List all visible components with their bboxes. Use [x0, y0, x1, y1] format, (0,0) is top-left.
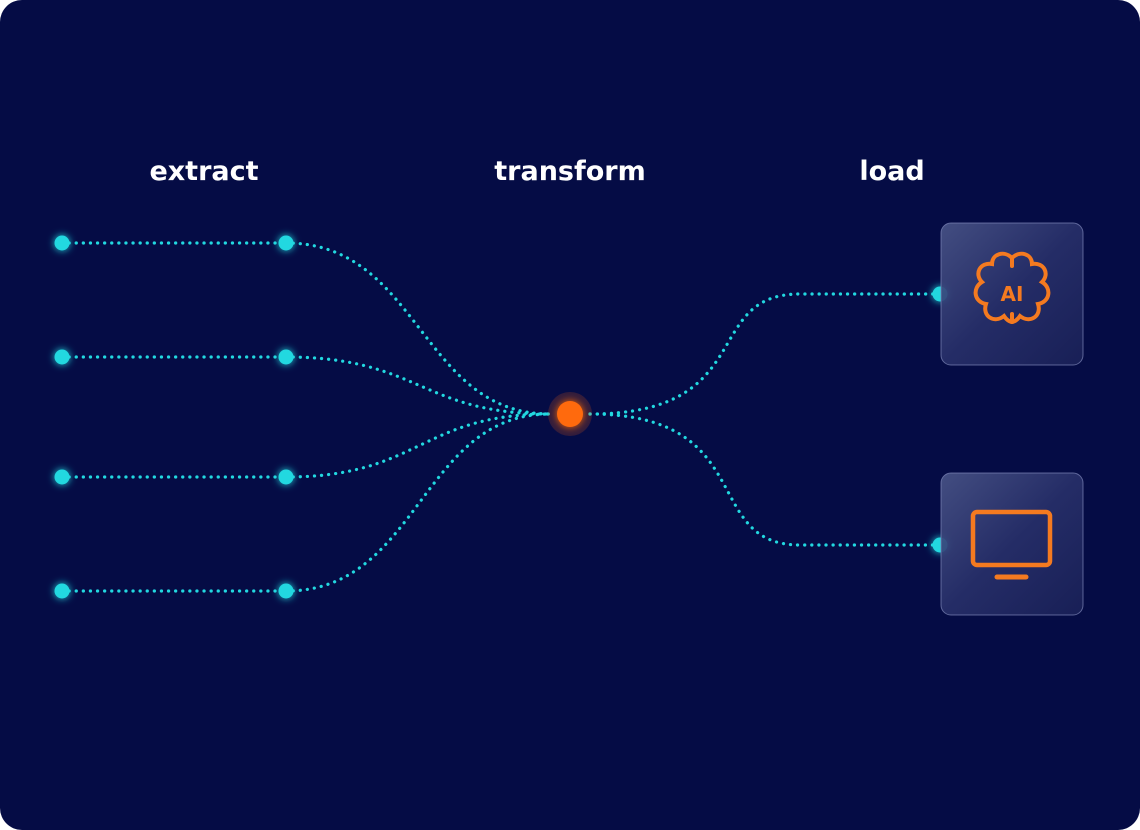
- load-connector-1: [588, 292, 942, 416]
- stage-label-transform: transform: [494, 156, 646, 187]
- monitor-icon: [970, 509, 1053, 580]
- source-node-1: [54, 235, 70, 251]
- extract-node-2: [278, 349, 294, 365]
- load-connector-2: [588, 412, 942, 547]
- transform-connector-4: [284, 412, 552, 593]
- transform-hub-node: [557, 401, 583, 427]
- source-node-4: [54, 583, 70, 599]
- source-node-2: [54, 349, 70, 365]
- stage-label-load: load: [859, 156, 925, 187]
- extract-node-3: [278, 469, 294, 485]
- target-tile-ai: AI: [940, 222, 1084, 366]
- ai-brain-icon: [973, 251, 1051, 325]
- extract-node-1: [278, 235, 294, 251]
- source-node-3: [54, 469, 70, 485]
- stage-label-extract: extract: [149, 156, 259, 187]
- transform-connector-2: [284, 355, 552, 416]
- target-tile-monitor: [940, 472, 1084, 616]
- ai-icon-text: AI: [1001, 282, 1024, 306]
- extract-node-4: [278, 583, 294, 599]
- transform-connector-3: [284, 412, 552, 479]
- transform-connector-1: [284, 241, 552, 416]
